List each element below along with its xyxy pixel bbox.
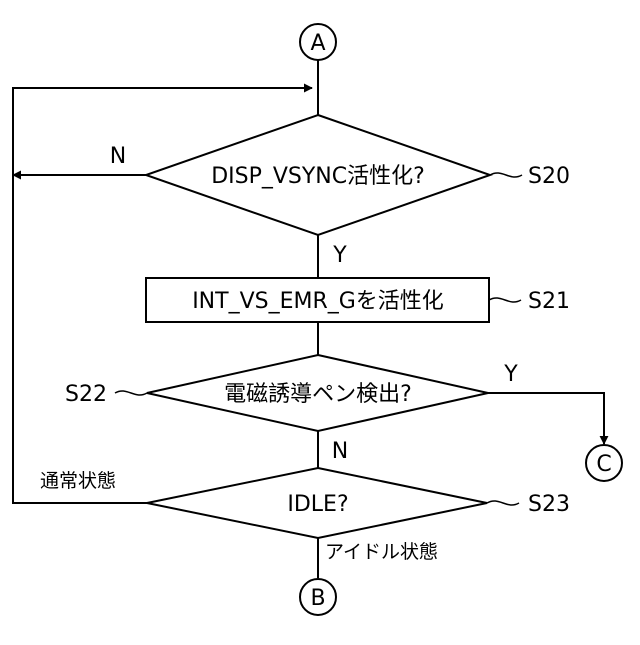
s22-step-label: S22 (65, 382, 107, 407)
s22-leader (115, 391, 147, 395)
connector-b: B (300, 579, 336, 615)
s21-leader (489, 298, 521, 302)
s22-decision: 電磁誘導ペン検出? (147, 355, 488, 431)
connector-a: A (300, 24, 336, 60)
s22-no-label: N (332, 439, 348, 464)
s23-idle-label: アイドル状態 (325, 541, 438, 563)
s23-decision: IDLE? (147, 468, 487, 538)
s23-text: IDLE? (287, 492, 348, 517)
connector-b-label: B (310, 586, 325, 611)
s23-leader (487, 501, 519, 505)
connector-c: C (586, 445, 622, 481)
s20-text: DISP_VSYNC活性化? (211, 164, 425, 189)
s22-text: 電磁誘導ペン検出? (224, 382, 412, 407)
s20-decision: DISP_VSYNC活性化? (146, 115, 490, 235)
connector-c-label: C (596, 452, 611, 477)
s21-process: INT_VS_EMR_Gを活性化 (146, 278, 489, 322)
edge-s22-yes (488, 393, 604, 444)
s22-yes-label: Y (503, 362, 518, 387)
s21-text: INT_VS_EMR_Gを活性化 (192, 289, 444, 314)
s21-step-label: S21 (528, 289, 570, 314)
s20-no-label: N (110, 144, 126, 169)
s23-normal-label: 通常状態 (40, 470, 116, 492)
s23-step-label: S23 (528, 492, 570, 517)
s20-yes-label: Y (332, 243, 347, 268)
s20-leader (490, 173, 522, 177)
connector-a-label: A (310, 31, 325, 56)
s20-step-label: S20 (528, 164, 570, 189)
